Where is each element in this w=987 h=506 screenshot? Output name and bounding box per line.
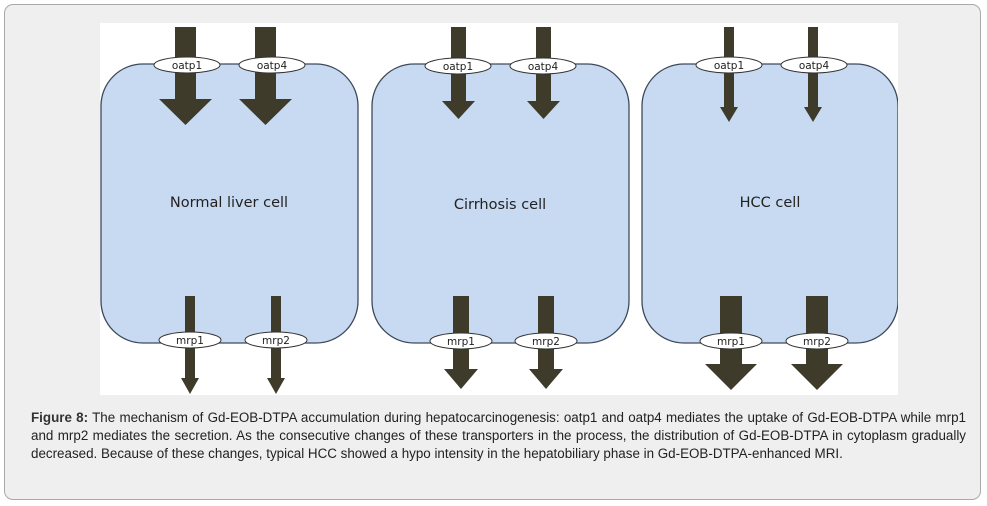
figure-caption-label: Figure 8: [31,410,89,425]
transporter-label: oatp1 [172,60,202,72]
transporter-label: mrp2 [262,335,290,347]
transporter-label: oatp4 [799,60,830,72]
figure-diagram: Normal liver cell oatp1 oatp4 mrp1 mrp2 [100,23,898,395]
cell-body [641,63,898,344]
cell-label: Normal liver cell [170,195,288,211]
transporter-oatp1 [424,57,492,75]
uptake-arrow-oatp1 [159,27,212,125]
uptake-arrow-oatp1 [720,27,738,122]
transporter-oatp1 [695,56,763,74]
transporter-label: mrp1 [447,336,475,348]
cell-label: HCC cell [740,195,801,211]
transporter-mrp1 [699,332,763,350]
cell-body [100,63,359,344]
transporter-oatp4 [780,56,848,74]
cell-label: Cirrhosis cell [454,197,546,213]
transporter-mrp1 [158,331,222,349]
transporter-mrp2 [514,332,578,350]
uptake-arrow-oatp4 [239,27,292,125]
transporter-oatp4 [509,57,577,75]
transporter-mrp1 [429,332,493,350]
cell-normal: Normal liver cell oatp1 oatp4 mrp1 mrp2 [100,27,359,394]
transporter-oatp1 [153,56,221,74]
transporter-label: mrp1 [717,336,745,348]
transporter-mrp2 [244,331,308,349]
transporter-label: oatp4 [257,60,288,72]
transporter-label: mrp1 [176,335,204,347]
transporter-label: mrp2 [803,336,831,348]
figure-caption: Figure 8: The mechanism of Gd-EOB-DTPA a… [31,409,966,463]
transporter-label: oatp1 [714,60,744,72]
cell-body [371,63,630,344]
figure-caption-text: The mechanism of Gd-EOB-DTPA accumulatio… [31,410,966,461]
uptake-arrow-oatp4 [804,27,822,122]
transporter-label: mrp2 [532,336,560,348]
transporter-label: oatp4 [528,61,559,73]
cell-hcc: HCC cell oatp1 oatp4 mrp1 mrp2 [641,27,898,390]
transporter-label: oatp1 [443,61,473,73]
diagram-svg: Normal liver cell oatp1 oatp4 mrp1 mrp2 [100,27,898,394]
transporter-mrp2 [785,332,849,350]
figure-frame: Normal liver cell oatp1 oatp4 mrp1 mrp2 [4,4,981,500]
cell-cirrhosis: Cirrhosis cell oatp1 oatp4 mrp1 mrp2 [371,27,630,389]
transporter-oatp4 [238,56,306,74]
